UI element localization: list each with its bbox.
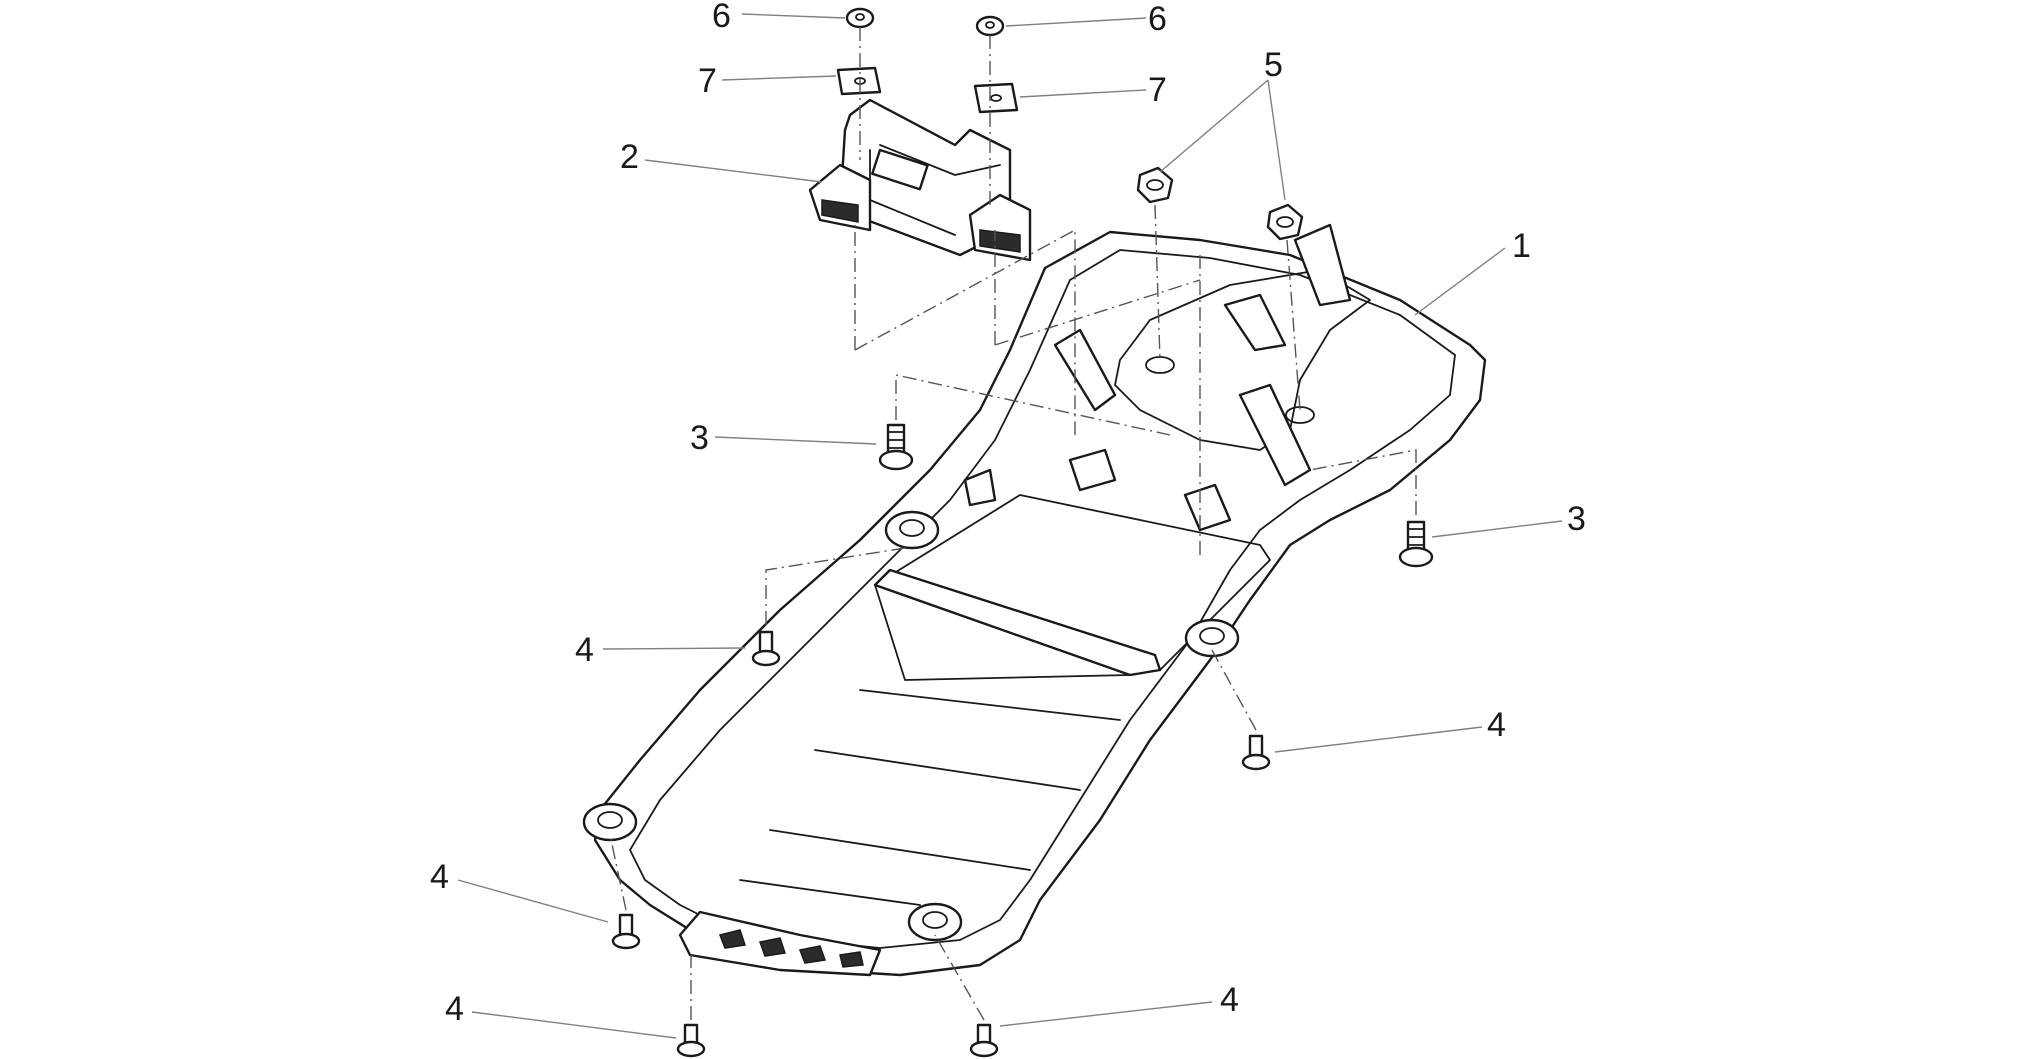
callout-4-d: 4 [445,990,464,1028]
part-1-rear-tray [582,223,1487,977]
callout-4-b: 4 [1487,706,1506,744]
part-3-bolt-right [1398,520,1434,568]
part-4-pin-e [969,1023,999,1058]
callout-1: 1 [1512,227,1531,265]
part-4-pin-a [751,630,781,667]
part-4-pin-d [676,1023,706,1058]
part-2-bracket [808,98,1032,262]
callout-5: 5 [1264,46,1283,84]
callout-4-e: 4 [1220,981,1239,1019]
part-4-pin-c [611,913,641,950]
callout-7-right: 7 [1148,71,1167,109]
callout-4-c: 4 [430,858,449,896]
callout-7-left: 7 [698,62,717,100]
part-7-clip-right [973,82,1019,114]
callout-3-left: 3 [690,419,709,457]
part-7-clip-left [836,66,882,96]
callout-6-left: 6 [712,0,731,35]
part-6-washer-right [975,15,1005,37]
callout-numbers: 1 2 3 3 4 4 4 4 4 5 6 6 7 7 [430,0,1586,1028]
part-5-nut-right [1266,203,1304,241]
part-5-nut-left [1136,166,1174,204]
leader-lines [457,13,1563,1039]
callout-4-a: 4 [575,631,594,669]
part-3-bolt-left [878,423,914,471]
part-4-pin-b [1241,734,1271,771]
callout-2: 2 [620,138,639,176]
part-6-washer-left [845,7,875,29]
assembly-lines [609,27,1417,1021]
callout-3-right: 3 [1567,500,1586,538]
callout-6-right: 6 [1148,0,1167,38]
